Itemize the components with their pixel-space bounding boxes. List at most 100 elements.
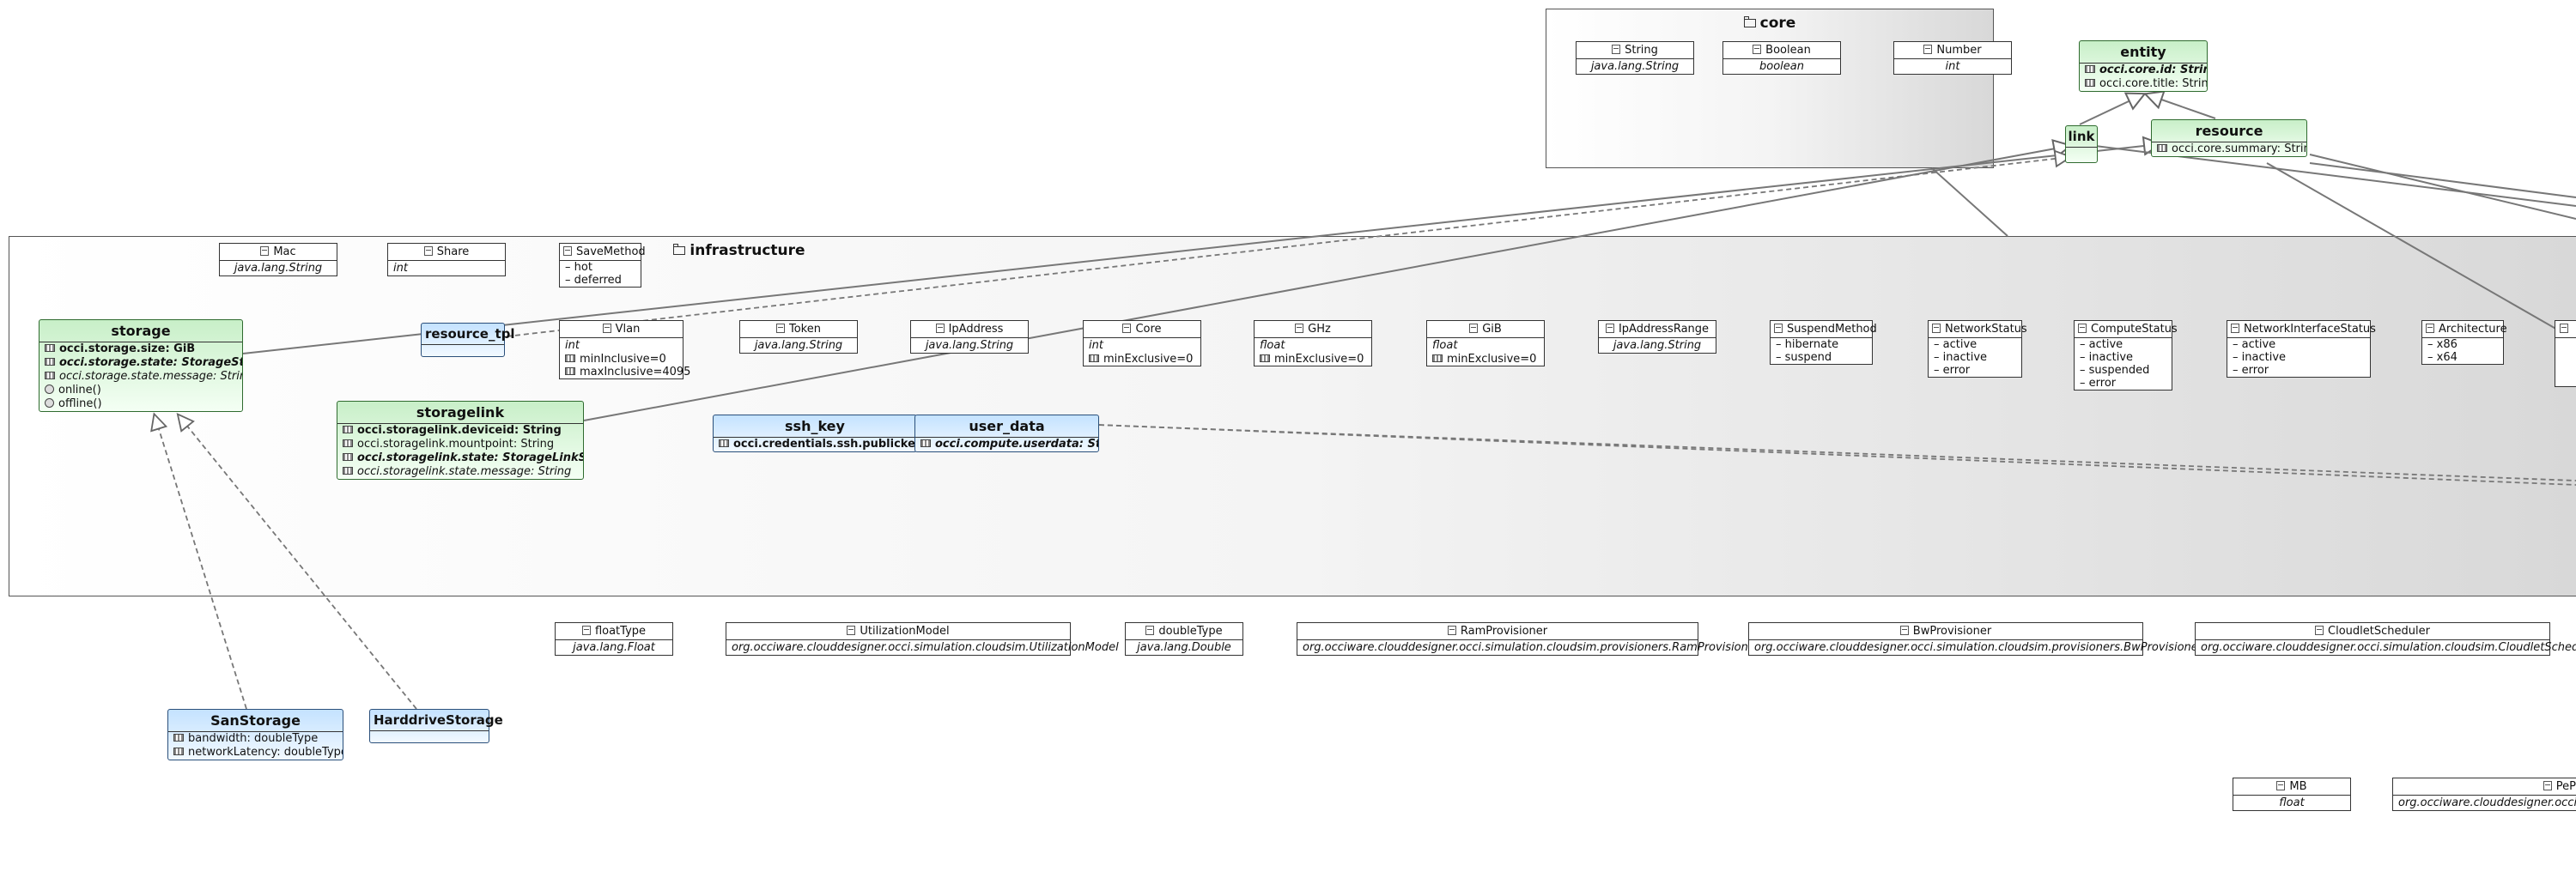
enum-literal: – active	[2080, 338, 2123, 351]
enum-computestatus[interactable]: ComputeStatus – active – inactive – susp…	[2074, 320, 2178, 391]
attribute-icon	[45, 344, 55, 352]
datatype-mb[interactable]: MB float	[2233, 778, 2351, 811]
package-infrastructure-title: infrastructure	[690, 242, 805, 259]
datatype-number[interactable]: Number int	[1893, 41, 2012, 75]
datatype-instance-type: float	[1260, 339, 1285, 352]
datatype-instance-type: int	[1089, 339, 1103, 352]
class-harddrivestorage-name: HarddriveStorage	[370, 710, 503, 731]
enum-networkinterfacestatus[interactable]: NetworkInterfaceStatus – active – inacti…	[2227, 320, 2376, 378]
facet-icon	[1432, 354, 1443, 362]
datatype-cloudletscheduler[interactable]: CloudletScheduler org.occiware.clouddesi…	[2195, 622, 2576, 656]
datatype-instance-type: int	[1945, 60, 1960, 73]
datatype-ghz[interactable]: GHz float minExclusive=0	[1254, 320, 1372, 366]
datatype-ipaddressrange[interactable]: IpAddressRange java.lang.String	[1598, 320, 1716, 354]
datatype-facet: maxInclusive=4095	[560, 366, 690, 378]
enum-icon	[2559, 324, 2568, 333]
storagelink-attr-state: occi.storagelink.state: StorageLinkStatu…	[337, 451, 583, 465]
class-resource[interactable]: resource occi.core.summary: String	[2151, 119, 2307, 157]
datatype-icon	[1295, 324, 1304, 333]
datatype-core[interactable]: Core int minExclusive=0	[1083, 320, 1201, 366]
enum-icon	[563, 246, 572, 256]
class-resource-name: resource	[2152, 120, 2306, 142]
class-link[interactable]: link	[2065, 125, 2098, 163]
datatype-icon	[1469, 324, 1479, 333]
enum-partial-offscreen[interactable]	[2555, 320, 2576, 387]
datatype-icon	[776, 324, 785, 333]
datatype-icon	[1447, 626, 1456, 635]
sanstorage-attr-networklatency: networkLatency: doubleType	[168, 746, 343, 760]
storagelink-attr-deviceid: occi.storagelink.deviceid: String	[337, 424, 583, 438]
datatype-name: Share	[436, 245, 470, 258]
datatype-pep-partial[interactable]: PeP org.occiware.clouddesigner.occi.simu	[2392, 778, 2576, 811]
datatype-vlan[interactable]: Vlan int minInclusive=0 maxInclusive=409…	[559, 320, 690, 379]
datatype-name: Mac	[273, 245, 296, 258]
datatype-icon	[1753, 45, 1762, 54]
datatype-bwprovisioner[interactable]: BwProvisioner org.occiware.clouddesigner…	[1748, 622, 2203, 656]
datatype-string[interactable]: String java.lang.String	[1576, 41, 1694, 75]
datatype-gib[interactable]: GiB float minExclusive=0	[1426, 320, 1545, 366]
enum-literal: – hot	[565, 261, 592, 274]
datatype-name: Core	[1135, 323, 1162, 336]
datatype-mac[interactable]: Mac java.lang.String	[219, 243, 337, 276]
class-ssh-key[interactable]: ssh_key occi.credentials.ssh.publickey: …	[713, 415, 917, 452]
datatype-ramprovisioner[interactable]: RamProvisioner org.occiware.clouddesigne…	[1297, 622, 1760, 656]
link-to-entity-edge	[2079, 94, 2143, 125]
class-storage[interactable]: storage occi.storage.size: GiB occi.stor…	[39, 319, 243, 412]
enum-savemethod[interactable]: SaveMethod – hot – deferred	[559, 243, 646, 288]
datatype-icon	[935, 324, 945, 333]
enum-literal: – suspend	[1776, 351, 1832, 364]
class-sanstorage[interactable]: SanStorage bandwidth: doubleType network…	[167, 709, 343, 760]
datatype-floattype[interactable]: floatType java.lang.Float	[555, 622, 673, 656]
entity-attr-title: occi.core.title: String	[2080, 77, 2207, 91]
enum-literal: – active	[2233, 338, 2276, 351]
resource-to-entity-edge	[2147, 94, 2216, 119]
enum-icon	[2231, 324, 2239, 333]
datatype-facet: minExclusive=0	[1084, 353, 1200, 366]
package-core[interactable]: core	[1546, 9, 1994, 168]
attribute-icon	[173, 748, 184, 755]
datatype-facet: minExclusive=0	[1255, 353, 1371, 366]
resource-out-edge-4	[2309, 162, 2576, 198]
storage-op-offline: offline()	[39, 397, 242, 411]
datatype-name: CloudletScheduler	[2328, 625, 2430, 638]
enum-literal: – inactive	[1934, 351, 1988, 364]
datatype-ipaddress[interactable]: IpAddress java.lang.String	[910, 320, 1029, 354]
datatype-doubletype[interactable]: doubleType java.lang.Double	[1125, 622, 1243, 656]
class-harddrivestorage[interactable]: HarddriveStorage	[369, 709, 503, 743]
datatype-icon	[1612, 45, 1621, 54]
enum-architecture[interactable]: Architecture – x86 – x64	[2421, 320, 2507, 365]
class-user-data[interactable]: user_data occi.compute.userdata: String	[914, 415, 1099, 452]
datatype-utilizationmodel[interactable]: UtilizationModel org.occiware.clouddesig…	[726, 622, 1119, 656]
datatype-token[interactable]: Token java.lang.String	[739, 320, 858, 354]
class-storagelink[interactable]: storagelink occi.storagelink.deviceid: S…	[337, 401, 584, 480]
datatype-boolean[interactable]: Boolean boolean	[1722, 41, 1841, 75]
enum-literal: – error	[2080, 377, 2117, 390]
datatype-name: MB	[2289, 780, 2307, 793]
operation-icon	[45, 384, 54, 394]
facet-icon	[565, 367, 575, 375]
folder-icon	[1743, 16, 1756, 27]
attribute-icon	[343, 453, 353, 461]
ssh-key-attr-publickey: occi.credentials.ssh.publickey: String	[714, 438, 916, 451]
enum-suspendmethod[interactable]: SuspendMethod – hibernate – suspend	[1770, 320, 1877, 365]
package-core-title: core	[1759, 15, 1796, 32]
datatype-icon	[260, 246, 270, 256]
class-resource-tpl[interactable]: resource_tpl	[421, 323, 515, 357]
datatype-instance-type: java.lang.Double	[1137, 641, 1231, 654]
datatype-instance-type: org.occiware.clouddesigner.occi.simulati…	[1754, 641, 2203, 654]
facet-icon	[1260, 354, 1270, 362]
enum-networkstatus[interactable]: NetworkStatus – active – inactive – erro…	[1928, 320, 2027, 378]
enum-name: NetworkInterfaceStatus	[2244, 323, 2376, 336]
enum-literal: – hibernate	[1776, 338, 1839, 351]
entity-attr-id: occi.core.id: String	[2080, 64, 2207, 77]
datatype-instance-type: org.occiware.clouddesigner.occi.simulati…	[732, 641, 1119, 654]
attribute-icon	[719, 439, 729, 447]
storage-attr-state-message: occi.storage.state.message: String	[39, 370, 242, 384]
datatype-instance-type: org.occiware.clouddesigner.occi.simulati…	[1303, 641, 1760, 654]
class-entity[interactable]: entity occi.core.id: String occi.core.ti…	[2079, 40, 2208, 92]
datatype-instance-type: int	[565, 339, 580, 352]
datatype-share[interactable]: Share int	[387, 243, 506, 276]
attribute-icon	[45, 358, 55, 366]
storagelink-attr-state-message: occi.storagelink.state.message: String	[337, 465, 583, 479]
datatype-icon	[1122, 324, 1132, 333]
